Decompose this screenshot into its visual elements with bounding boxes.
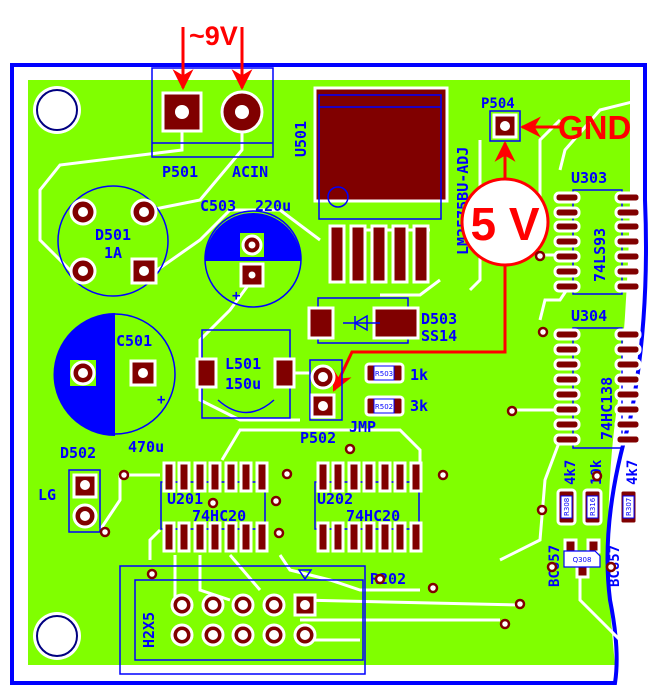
p502-ref: P502 bbox=[300, 429, 336, 447]
d502-ref: D502 bbox=[60, 444, 96, 462]
mounting-hole-bottom-left bbox=[33, 612, 81, 660]
d501-ref: D501 bbox=[95, 226, 131, 244]
d503-value: SS14 bbox=[421, 327, 457, 345]
u201-ref: U201 bbox=[167, 490, 203, 508]
r307-value: 4k7 bbox=[625, 460, 641, 485]
resistor-r503: R503 1k bbox=[364, 362, 428, 384]
d501-value: 1A bbox=[104, 244, 122, 262]
gnd-label: GND bbox=[558, 109, 631, 146]
connector-p501: P501 ACIN bbox=[151, 67, 274, 181]
u304-ref: U304 bbox=[571, 307, 607, 325]
r308-value: 4k7 bbox=[563, 460, 579, 485]
r307-ref: R307 bbox=[625, 498, 633, 516]
r502-ref: R502 bbox=[375, 403, 393, 411]
c501-value: 470u bbox=[128, 438, 164, 456]
c503-ref: C503 bbox=[200, 197, 236, 215]
p502-value: JMP bbox=[349, 418, 376, 436]
input-voltage-annotation: ~9V bbox=[172, 21, 253, 91]
q308-ref: Q308 bbox=[573, 556, 592, 564]
u202-ref: U202 bbox=[317, 490, 353, 508]
jumper-p502: JMP P502 bbox=[300, 359, 376, 447]
ic-u201: U201 74HC20 bbox=[160, 461, 269, 553]
u202-value: 74HC20 bbox=[346, 507, 400, 525]
diode-d503: D503 SS14 bbox=[307, 297, 457, 345]
d502-value: LG bbox=[38, 486, 56, 504]
r316-ref: R316 bbox=[589, 497, 597, 516]
resistor-r308: R308 4k7 bbox=[556, 460, 579, 526]
regulator-u501: U501 LM2575BU-ADJ bbox=[292, 86, 472, 284]
r502-value: 3k bbox=[410, 397, 428, 415]
u501-ref: U501 bbox=[292, 121, 310, 157]
p501-ref: P501 bbox=[162, 163, 198, 181]
inductor-l501: L501 150u bbox=[195, 329, 296, 419]
bridge-rectifier-d501: D501 1A bbox=[57, 185, 169, 297]
ic-u304: U304 74HC138 bbox=[553, 307, 642, 449]
resistor-r307: R307 4k7 bbox=[618, 460, 641, 526]
d503-ref: D503 bbox=[421, 310, 457, 328]
vias bbox=[99, 250, 617, 630]
mounting-hole-top-left bbox=[33, 86, 81, 134]
input-voltage-label: ~9V bbox=[189, 21, 238, 51]
connector-p504: P504 GND bbox=[481, 96, 631, 146]
ic-u202: U202 74HC20 bbox=[314, 461, 423, 553]
led-d502: D502 LG bbox=[38, 444, 101, 533]
u303-ref: U303 bbox=[571, 169, 607, 187]
p504-ref: P504 bbox=[481, 96, 515, 112]
c501-plus: + bbox=[157, 392, 165, 408]
ic-u303: U303 74LS93 bbox=[553, 169, 642, 295]
u304-value: 74HC138 bbox=[598, 377, 616, 440]
r308-ref: R308 bbox=[563, 498, 571, 516]
l501-value: 150u bbox=[225, 375, 261, 393]
l501-ref: L501 bbox=[225, 355, 261, 373]
u303-value: 74LS93 bbox=[591, 228, 609, 282]
output-voltage-label: 5 V bbox=[470, 198, 539, 250]
c501-ref: C501 bbox=[116, 332, 152, 350]
h2x5-value: H2X5 bbox=[140, 612, 158, 648]
c503-value: 220u bbox=[255, 197, 291, 215]
u201-value: 74HC20 bbox=[192, 507, 246, 525]
p501-value: ACIN bbox=[232, 163, 268, 181]
resistor-r502: R502 3k bbox=[364, 395, 428, 417]
r503-ref: R503 bbox=[375, 370, 393, 378]
capacitor-c501: + C501 470u bbox=[53, 313, 176, 456]
r503-value: 1k bbox=[410, 366, 428, 384]
output-voltage-annotation: 5 V bbox=[332, 140, 550, 392]
capacitor-c503: + C503 220u bbox=[200, 197, 302, 308]
c503-plus: + bbox=[232, 288, 240, 304]
